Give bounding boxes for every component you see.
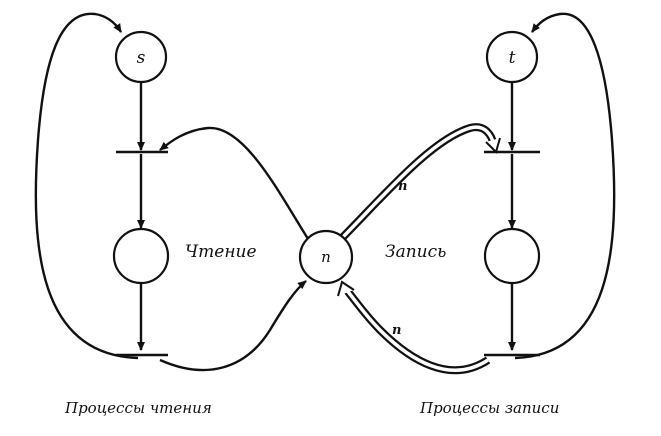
- place-t: [485, 30, 539, 84]
- place-n-label: n: [321, 248, 331, 266]
- arc-n-to-write-start-double: [337, 123, 501, 243]
- arc-read-end-to-n: [159, 280, 307, 372]
- place-writing: [483, 227, 541, 285]
- place-n: [298, 229, 354, 285]
- arc-read-loop-back: [34, 12, 139, 360]
- caption-read-processes: Процессы чтения: [64, 399, 212, 417]
- arc-write-end-to-n-double: [337, 280, 491, 375]
- place-s-label: s: [137, 48, 146, 68]
- arc-n-to-read-start: [159, 126, 312, 243]
- arc-weight-in-label: n: [398, 179, 407, 194]
- place-reading: [112, 227, 170, 285]
- caption-write-processes: Процессы записи: [419, 399, 559, 417]
- write-label: Запись: [385, 242, 446, 262]
- arc-write-loop-back: [514, 12, 616, 360]
- place-s: [114, 30, 168, 84]
- arc-weight-out-label: n: [392, 323, 401, 338]
- read-label: Чтение: [185, 242, 257, 262]
- place-t-label: t: [509, 48, 516, 68]
